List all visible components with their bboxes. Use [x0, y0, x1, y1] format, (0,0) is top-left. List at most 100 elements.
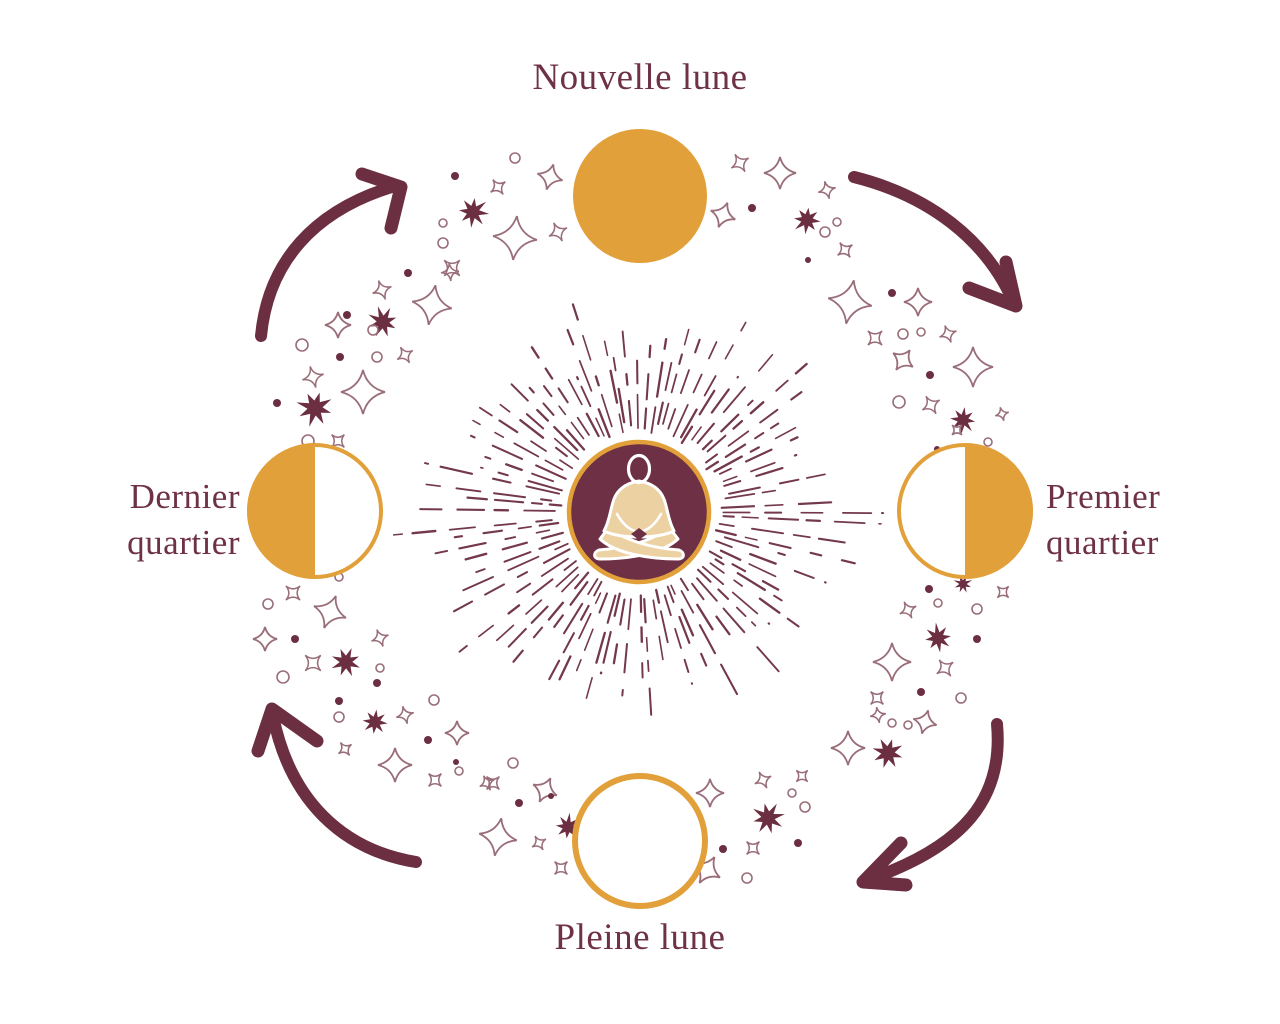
sunburst-ray [706, 434, 727, 453]
sunburst-ray [434, 549, 449, 555]
diamond-sparkle-icon [411, 284, 453, 326]
sunburst-ray [544, 367, 554, 380]
sunburst-ray [553, 614, 564, 629]
sunburst-ray [666, 585, 675, 604]
sunburst-ray [793, 569, 815, 579]
sunburst-ray [767, 622, 771, 625]
sunburst-ray [510, 383, 529, 402]
sunburst-ray [535, 464, 567, 480]
sunburst-ray [732, 419, 744, 430]
sunburst-ray [694, 338, 701, 354]
sunburst-ray [696, 603, 714, 631]
phase-label-new-moon: Nouvelle lune [532, 57, 748, 98]
burst-star-icon [296, 392, 332, 427]
burst-star-icon [953, 575, 973, 593]
sunburst-ray [617, 387, 626, 424]
sunburst-ray [448, 526, 476, 531]
sunburst-ray [554, 542, 569, 551]
ring-dot-icon [438, 218, 448, 228]
moon-half-fill [965, 443, 1033, 579]
sunburst-ray [719, 549, 742, 561]
sunburst-ray [496, 624, 515, 642]
diamond-sparkle-icon [872, 642, 912, 682]
sunburst-ray [775, 379, 789, 392]
sunburst-ray [749, 552, 777, 565]
ring-dot-icon [916, 327, 926, 337]
diamond-sparkle-icon [478, 817, 518, 857]
sunburst-ray [714, 529, 737, 537]
sunburst-ray [612, 356, 617, 372]
moon-left [247, 443, 383, 579]
sunburst-ray [758, 354, 774, 372]
sunburst-ray [777, 551, 786, 557]
diamond-sparkle-icon [830, 730, 866, 766]
diamond-sparkle-icon [532, 777, 558, 803]
sunburst-ray [794, 362, 808, 375]
diamond-sparkle-icon [710, 202, 736, 228]
sunburst-ray [714, 558, 725, 566]
sunburst-ray [595, 417, 605, 437]
sunburst-ray [567, 378, 583, 406]
sunburst-ray [507, 555, 540, 572]
ring-dot-icon [832, 217, 842, 227]
x-sparkle-icon [371, 629, 389, 647]
arrow-head [355, 167, 408, 235]
sunburst-ray [612, 643, 619, 665]
sunburst-ray [658, 635, 664, 661]
sunburst-ray [531, 472, 555, 483]
sunburst-ray [643, 597, 647, 624]
dot-icon [548, 793, 554, 799]
sunburst-ray [553, 425, 579, 452]
sunburst-ray [663, 338, 668, 350]
sunburst-ray [701, 565, 725, 586]
sunburst-ray [679, 577, 689, 592]
sunburst-ray [680, 590, 695, 614]
dot-icon [335, 697, 343, 705]
sunburst-ray [720, 413, 740, 433]
dot-icon [925, 585, 933, 593]
sunburst-ray [705, 460, 720, 471]
sunburst-ray [670, 584, 676, 595]
sunburst-ray [505, 463, 523, 472]
diamond-sparkle-icon [340, 369, 386, 415]
sunburst-ray [621, 689, 624, 697]
sunburst-ray [736, 606, 747, 617]
diamond-sparkle-icon [377, 747, 413, 783]
ring-dot-icon [971, 603, 983, 615]
sunburst-ray [600, 393, 613, 428]
sunburst-ray [530, 346, 540, 359]
sunburst-ray [727, 430, 750, 447]
diamond-sparkle-icon [444, 720, 470, 746]
sunburst-ray [580, 385, 592, 408]
x-sparkle-icon [996, 585, 1010, 599]
moon-disc [573, 129, 707, 263]
dot-icon [273, 399, 281, 407]
x-sparkle-icon [337, 741, 353, 757]
sunburst-ray [636, 393, 639, 429]
sunburst-ray [535, 529, 551, 534]
sunburst-ray [645, 373, 650, 401]
sunburst-ray [565, 429, 586, 451]
ring-dot-icon [903, 720, 913, 730]
x-sparkle-icon [951, 424, 963, 436]
sunburst-ray [547, 601, 565, 621]
phase-label-full-moon: Pleine lune [554, 917, 726, 958]
x-sparkle-icon [746, 841, 760, 855]
sunburst-ray [625, 372, 629, 386]
x-sparkle-icon [939, 325, 957, 343]
diamond-sparkle-icon [763, 156, 797, 190]
sunburst-ray [439, 465, 474, 475]
sunburst-ray [517, 525, 532, 530]
sunburst-ray [494, 431, 505, 439]
sunburst-ray [424, 462, 430, 465]
sunburst-ray [715, 615, 731, 636]
sunburst-ray [786, 617, 800, 628]
sunburst-ray [613, 592, 621, 617]
sunburst-ray [751, 527, 784, 535]
figure-head [626, 453, 652, 485]
sunburst-ray [575, 658, 582, 672]
sunburst-ray [793, 453, 798, 457]
moon-half-fill [247, 443, 315, 579]
sunburst-ray [540, 531, 564, 540]
sunburst-ray [715, 540, 733, 549]
